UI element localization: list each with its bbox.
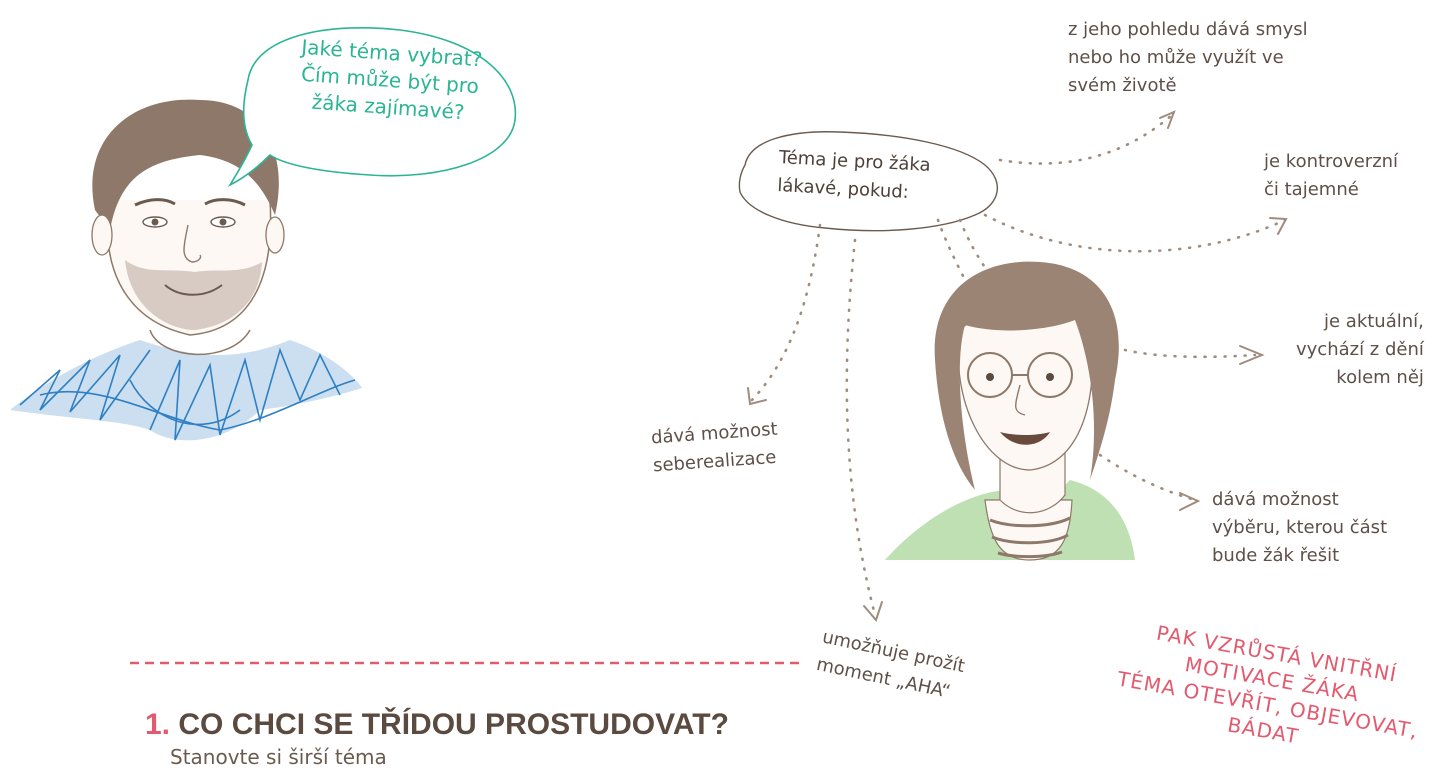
item-line: dává možnost [1212,489,1339,510]
item-line: výběru, kterou část [1212,517,1388,538]
boy-bubble-text: Jaké téma vybrat? Čím může být pro žáka … [277,32,502,128]
item-current: je aktuální, vychází z dění kolem něj [1296,308,1424,392]
item-self-realization: dává možnost seberealizace [650,416,780,481]
item-line: je aktuální, [1324,311,1424,332]
item-line: nebo ho může využít ve [1068,47,1284,68]
boy-illustration [10,99,362,441]
item-line: z jeho pohledu dává smysl [1068,19,1308,40]
item-line: vychází z dění [1296,339,1424,360]
item-line: kolem něj [1336,367,1424,388]
section-heading: 1. CO CHCI SE TŘÍDOU PROSTUDOVAT? [145,708,729,742]
item-line: svém životě [1068,75,1177,96]
section-number: 1. [145,708,171,741]
item-line: je kontroverzní [1264,151,1399,172]
item-line: bude žák řešit [1212,545,1340,566]
item-choice: dává možnost výběru, kterou část bude žá… [1212,486,1387,570]
section-title: CO CHCI SE TŘÍDOU PROSTUDOVAT? [178,708,729,741]
cloud-text: Téma je pro žáka lákavé, pokud: [777,144,932,208]
item-line: či tajemné [1264,179,1359,200]
item-controversial: je kontroverzní či tajemné [1264,148,1398,204]
boy-speech-bubble [227,27,517,187]
cloud-bubble [738,131,998,232]
girl-illustration [885,261,1135,561]
section-subtitle: Stanovte si širší téma [170,745,387,769]
item-makes-sense: z jeho pohledu dává smysl nebo ho může v… [1068,16,1308,100]
